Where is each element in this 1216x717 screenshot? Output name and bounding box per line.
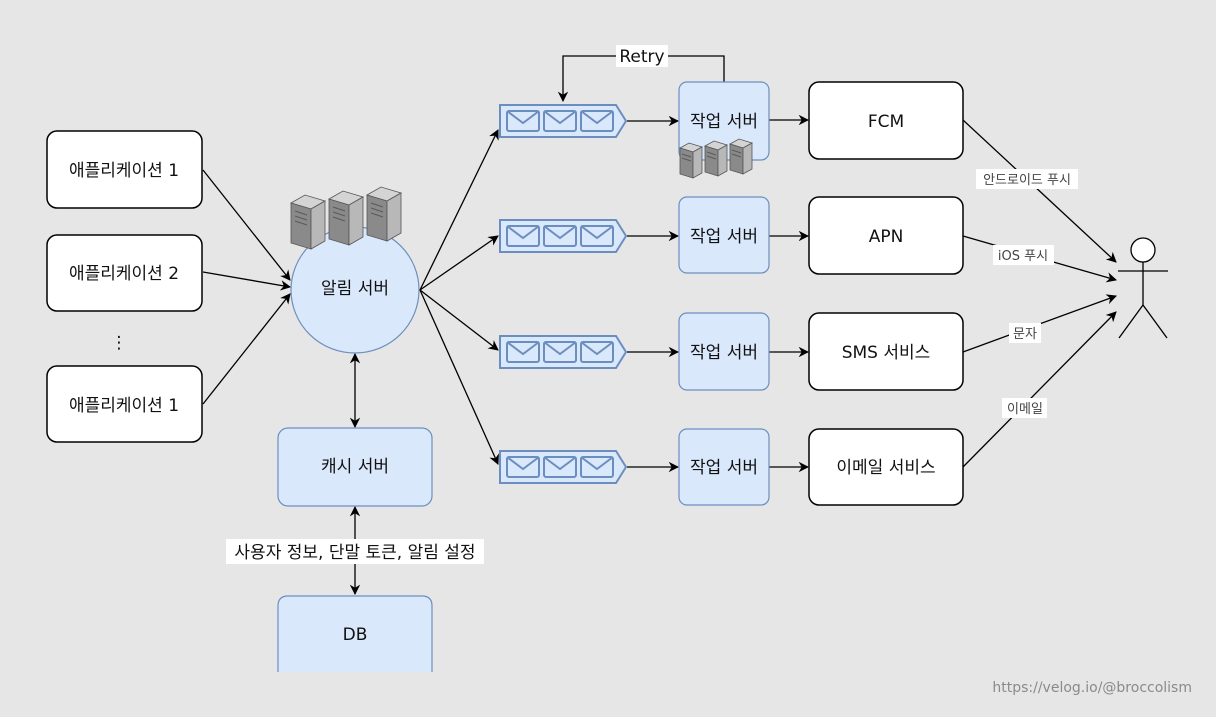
notification-server-label: 알림 서버: [321, 279, 389, 299]
db-label: DB: [343, 625, 368, 645]
app-box-1: 애플리케이션 1: [46, 130, 203, 209]
worker-label: 작업 서버: [690, 458, 758, 478]
app-label: 애플리케이션 1: [69, 161, 179, 181]
db-link-label-text: 사용자 정보, 단말 토큰, 알림 설정: [234, 543, 475, 563]
edge-app1-to-notification: [202, 169, 291, 281]
worker-server-2: 작업 서버: [678, 196, 770, 274]
worker-server-1: 작업 서버: [678, 81, 770, 161]
app-label: 애플리케이션 2: [69, 264, 179, 284]
watermark: https://velog.io/@broccolism: [992, 680, 1192, 696]
edge-label-sms: 문자: [1009, 323, 1041, 343]
service-label: APN: [869, 227, 904, 247]
edge-notification-queue1: [419, 129, 499, 291]
service-label: 이메일 서비스: [836, 458, 935, 478]
edge-notification-queue2: [419, 235, 499, 291]
user-stick-figure-icon: [1118, 237, 1168, 339]
worker-label: 작업 서버: [690, 343, 758, 363]
cache-server-label: 캐시 서버: [321, 457, 389, 477]
edge-label-text: 안드로이드 푸시: [983, 173, 1071, 188]
cache-server: 캐시 서버: [277, 427, 433, 507]
edge-email-user: [962, 311, 1117, 468]
service-label: FCM: [868, 112, 904, 132]
edge-label-android: 안드로이드 푸시: [976, 169, 1078, 189]
edge-label-ios: iOS 푸시: [993, 245, 1054, 265]
retry-label: Retry: [616, 45, 668, 67]
db-link-label: 사용자 정보, 단말 토큰, 알림 설정: [226, 539, 484, 564]
service-label: SMS 서비스: [842, 343, 931, 363]
app-box-3: 애플리케이션 1: [46, 365, 203, 443]
worker-label: 작업 서버: [690, 227, 758, 247]
service-email: 이메일 서비스: [808, 428, 964, 506]
edge-app3-to-notification: [202, 293, 291, 405]
server-rack-icon: [290, 186, 402, 250]
retry-label-text: Retry: [619, 47, 664, 67]
edge-notification-queue4: [419, 289, 499, 465]
app-label: 애플리케이션 1: [69, 396, 179, 416]
service-apn: APN: [808, 196, 964, 275]
service-sms: SMS 서비스: [808, 312, 964, 391]
message-queue-icon: [499, 450, 627, 484]
message-queue-icon: [499, 104, 627, 138]
edge-label-text: iOS 푸시: [998, 249, 1048, 264]
worker-label: 작업 서버: [690, 112, 758, 132]
app-box-2: 애플리케이션 2: [46, 234, 203, 312]
service-fcm: FCM: [808, 81, 964, 160]
worker-server-3: 작업 서버: [678, 312, 770, 391]
ellipsis: ⋮: [111, 333, 128, 353]
worker-server-4: 작업 서버: [678, 428, 770, 506]
message-queue-icon: [499, 335, 627, 369]
edge-label-text: 문자: [1013, 327, 1037, 342]
db-box: DB: [277, 595, 433, 672]
edge-app2-to-notification: [202, 271, 292, 291]
server-rack-icon: [679, 138, 753, 179]
message-queue-icon: [499, 219, 627, 253]
edge-label-email: 이메일: [1002, 398, 1047, 418]
edge-fcm-user: [962, 119, 1117, 263]
edge-label-text: 이메일: [1007, 402, 1043, 417]
edge-notification-queue3: [419, 289, 499, 351]
